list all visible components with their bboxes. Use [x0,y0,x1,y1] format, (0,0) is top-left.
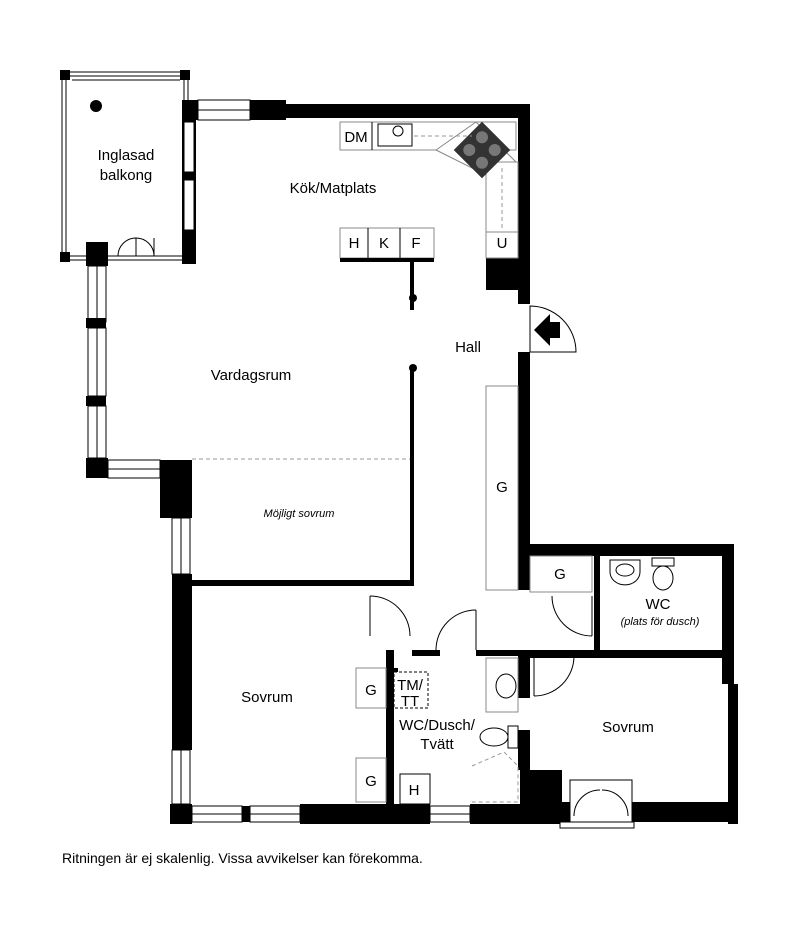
post-icon [409,294,417,302]
entrance-door [529,305,577,353]
door-swings [369,595,635,829]
bathroom-label-line1: WC/Dusch/ [399,717,476,734]
bedroom-wardrobe-bottom-label: G [365,773,377,790]
freezer-f-label: F [411,235,420,252]
toilet-icon [507,725,519,749]
kitchen-label: Kök/Matplats [290,180,377,197]
tm-label: TM/ [397,677,424,694]
post-icon [409,364,417,372]
dishwasher-label: DM [344,129,367,146]
oven-u-label: U [497,235,508,252]
bathroom-fixtures [393,657,519,805]
balcony-label-line1: Inglasad [98,147,155,164]
entrance-arrow-icon [534,314,560,346]
wc-fixtures [609,557,675,591]
toilet-icon [651,557,675,567]
washbasin-icon [609,559,641,586]
hall-wardrobe [485,385,519,591]
hall-label: Hall [455,339,481,356]
bathroom-label-line2: Tvätt [420,736,454,753]
bedroom-wardrobe-top-label: G [365,682,377,699]
glazed-balcony [60,70,190,262]
balcony-label-line2: balkong [100,167,153,184]
washbasin-icon [495,673,517,699]
fridge-k-label: K [379,235,389,252]
post-icon [90,100,102,112]
hall-small-wardrobe [529,555,593,593]
tt-label: TT [401,693,419,710]
kitchen-counter [339,121,519,262]
stove-h-label: H [349,235,360,252]
bedroom-left-label: Sovrum [241,689,293,706]
wc-label: WC [646,596,671,613]
sink-icon [377,123,413,147]
hall-wardrobe-label: G [496,479,508,496]
bedroom-wardrobe-top [355,667,387,709]
possible-bedroom-label: Möjligt sovrum [264,508,335,520]
living-room-label: Vardagsrum [211,367,292,384]
bedroom-right-label: Sovrum [602,719,654,736]
bedroom-wardrobe-bottom [355,757,387,803]
bath-h-label: H [409,782,420,799]
walls [86,99,738,824]
wc-note-label: (plats för dusch) [621,616,700,628]
hall-small-wardrobe-label: G [554,566,566,583]
disclaimer-note: Ritningen är ej skalenlig. Vissa avvikel… [62,850,423,866]
